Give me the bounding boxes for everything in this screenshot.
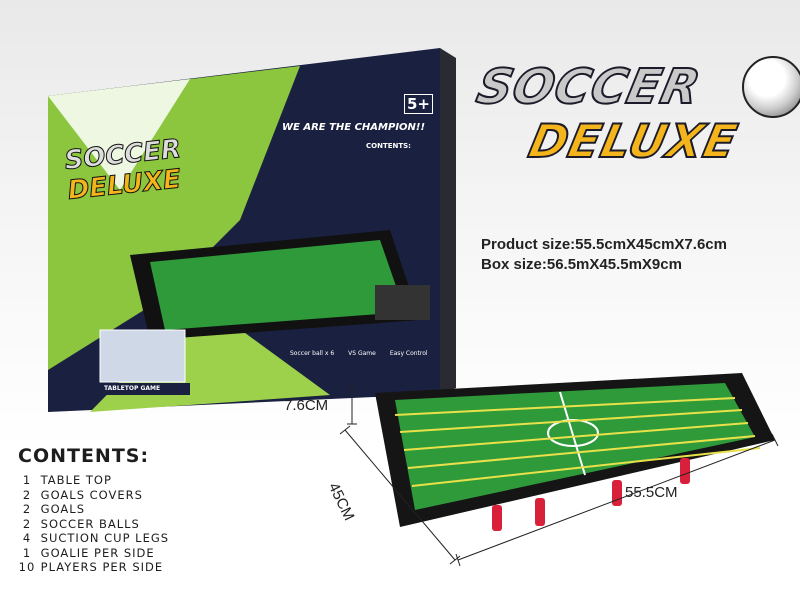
item-qty: 2	[22, 516, 32, 531]
size-info: Product size:55.5cmX45cmX7.6cm Box size:…	[481, 235, 727, 275]
list-item: 1 GOALIE PER SIDE	[18, 546, 169, 561]
brand-logo: SOCCER DELUXE	[470, 56, 800, 172]
item-qty: 10	[18, 560, 36, 574]
list-item: 1 TABLE TOP	[18, 473, 169, 488]
box-feature: VS Game	[348, 350, 376, 357]
item-qty: 2	[22, 502, 32, 516]
width-label: 55.5CM	[625, 484, 678, 501]
foosball-table	[375, 373, 775, 531]
item-label: GOALIE PER SIDE	[40, 545, 155, 560]
list-item: 2 GOALS	[18, 502, 169, 517]
box-caption: TABLETOP GAME	[104, 385, 161, 392]
contents-list: CONTENTS: 1 TABLE TOP 2 GOALS COVERS 2 G…	[18, 445, 169, 575]
item-label: TABLE TOP	[40, 473, 112, 487]
box-size: Box size:56.5mX45.5mX9cm	[481, 256, 682, 273]
age-badge: 5+	[404, 94, 434, 114]
item-qty: 1	[22, 473, 32, 487]
dimension-lines	[339, 385, 779, 567]
box-contents-title: CONTENTS:	[366, 142, 411, 150]
list-item: 10 PLAYERS PER SIDE	[18, 560, 169, 575]
item-qty: 4	[22, 531, 32, 545]
box-features: Soccer ball x 6 VS Game Easy Control	[290, 350, 428, 358]
soccer-ball-icon	[742, 56, 800, 118]
list-item: 4 SUCTION CUP LEGS	[18, 531, 169, 546]
logo-line1: SOCCER	[471, 58, 706, 116]
item-qty: 1	[22, 545, 32, 560]
product-box	[48, 48, 456, 412]
item-label: GOALS	[40, 502, 85, 516]
logo-line2: DELUXE	[523, 113, 743, 169]
height-label: 7.6CM	[284, 397, 329, 414]
item-label: SUCTION CUP LEGS	[40, 531, 170, 545]
item-label: GOALS COVERS	[40, 487, 143, 502]
item-label: SOCCER BALLS	[40, 516, 140, 531]
contents-title: CONTENTS:	[18, 445, 150, 467]
item-qty: 2	[22, 487, 32, 502]
box-feature: Easy Control	[389, 350, 428, 357]
list-item: 2 GOALS COVERS	[18, 488, 169, 503]
box-slogan: WE ARE THE CHAMPION!!	[282, 122, 426, 133]
list-item: 2 SOCCER BALLS	[18, 517, 169, 532]
box-feature: Soccer ball x 6	[290, 350, 335, 357]
product-size: Product size:55.5cmX45cmX7.6cm	[481, 236, 727, 253]
item-label: PLAYERS PER SIDE	[40, 560, 164, 574]
box-logo: SOCCER DELUXE	[63, 134, 185, 207]
